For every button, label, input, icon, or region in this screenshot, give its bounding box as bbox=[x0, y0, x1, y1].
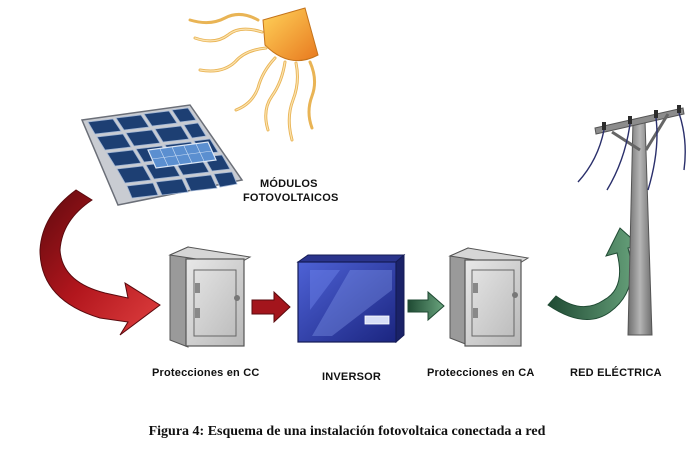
breaker-box-icon bbox=[448, 247, 530, 347]
protecciones-cc-label: Protecciones en CC bbox=[152, 367, 260, 379]
red-electrica-label: RED ELÉCTRICA bbox=[570, 367, 662, 379]
modulos-label-line2: FOTOVOLTAICOS bbox=[243, 192, 339, 204]
solar-panel-icon bbox=[80, 104, 244, 206]
utility-pole-icon bbox=[577, 105, 686, 336]
figure-caption: Figura 4: Esquema de una instalación fot… bbox=[148, 424, 546, 439]
green-curved-arrow bbox=[547, 227, 642, 321]
red-curved-arrow bbox=[39, 189, 161, 336]
protecciones-ca-label: Protecciones en CA bbox=[427, 367, 535, 379]
sun-icon bbox=[188, 7, 319, 142]
inverter-icon bbox=[296, 253, 406, 344]
modulos-label-line1: MÓDULOS bbox=[260, 178, 318, 190]
breaker-box-icon bbox=[168, 246, 252, 348]
green-arrow-inversor-ca bbox=[407, 290, 445, 322]
red-arrow-cc-inversor bbox=[251, 290, 291, 324]
inversor-label: INVERSOR bbox=[322, 371, 382, 383]
